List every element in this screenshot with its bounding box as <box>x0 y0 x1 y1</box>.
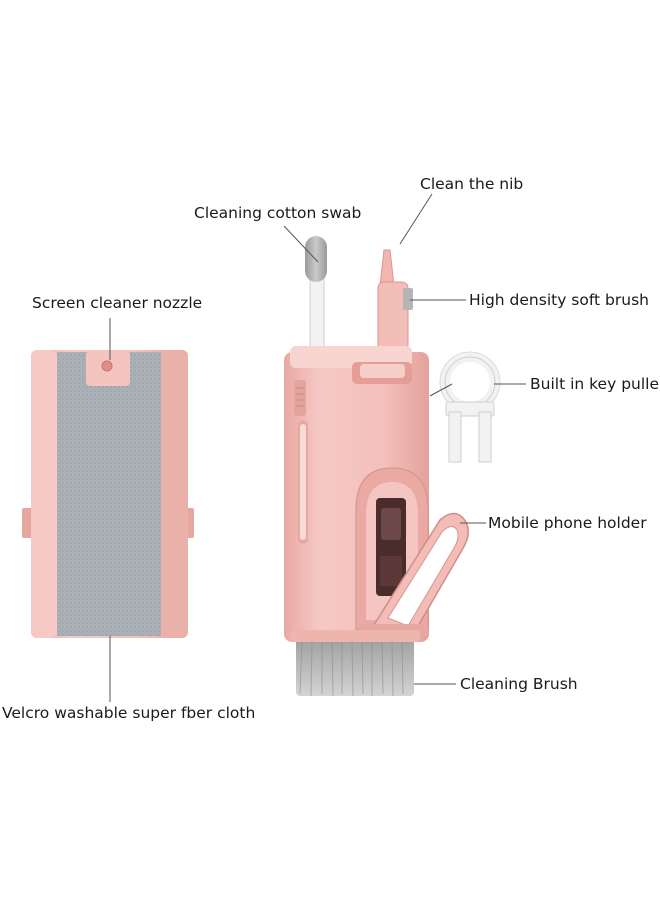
leader-clean-nib <box>399 193 433 245</box>
leader-lines <box>109 193 526 702</box>
label-phone-holder: Mobile phone holder <box>488 514 647 532</box>
label-velcro-cloth: Velcro washable super fber cloth <box>2 704 256 722</box>
velcro-cloth-pad <box>57 352 161 636</box>
label-nozzle: Screen cleaner nozzle <box>32 294 203 312</box>
leader-key-puller-a <box>429 383 453 397</box>
label-clean-nib: Clean the nib <box>420 175 524 193</box>
label-cotton-swab: Cleaning cotton swab <box>194 204 362 222</box>
cotton-swab <box>305 236 327 361</box>
leader-cotton-swab <box>283 225 319 263</box>
nib-cleaner-pen <box>377 249 413 353</box>
soft-brush-tip <box>403 288 413 310</box>
label-key-puller: Built in key puller <box>530 375 660 393</box>
label-cleaning-brush: Cleaning Brush <box>460 675 578 693</box>
label-soft-brush: High density soft brush <box>469 291 649 309</box>
cloth-cleaner-body <box>22 350 194 638</box>
mobile-phone-holder <box>360 512 469 641</box>
key-puller <box>439 351 501 463</box>
cleaning-brush-bristles <box>290 630 420 697</box>
